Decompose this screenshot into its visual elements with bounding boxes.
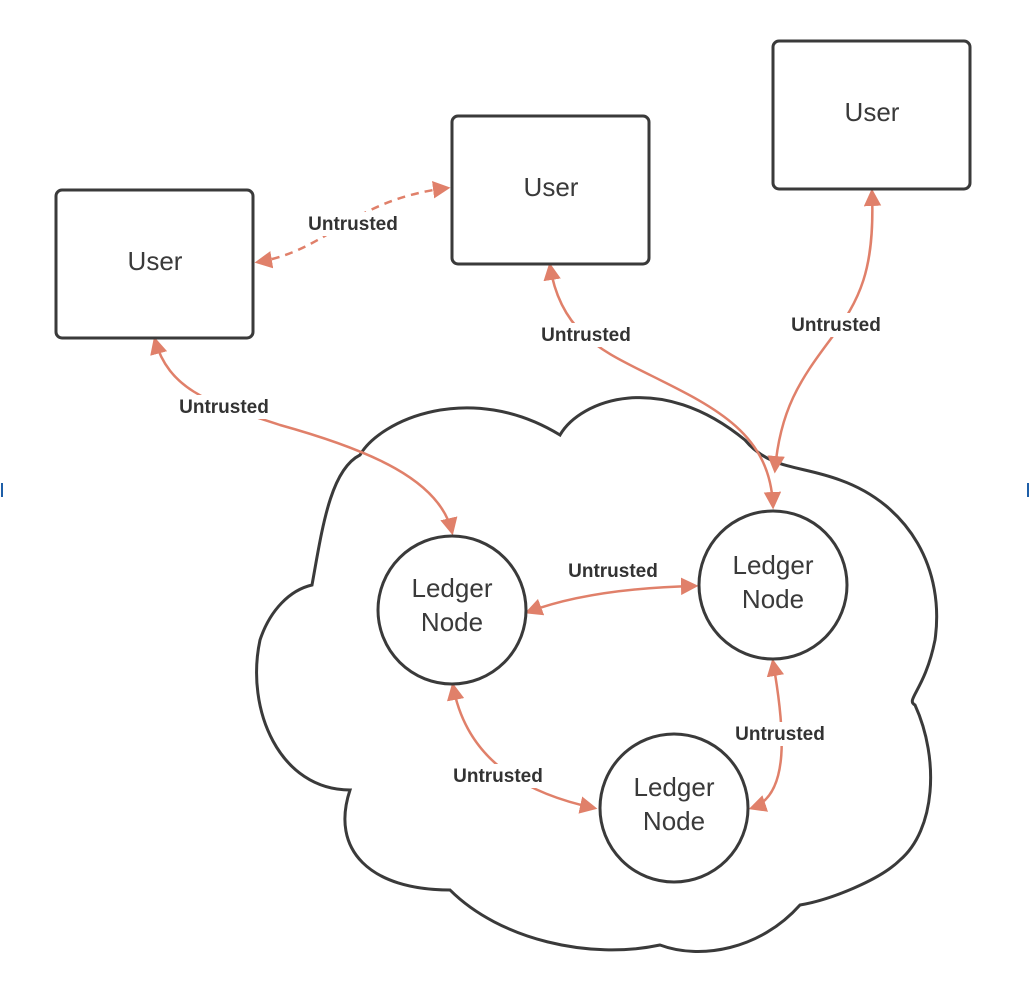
edge-user-left-to-ledger-left bbox=[150, 336, 458, 536]
ledger-node-right: Ledger Node bbox=[697, 509, 849, 661]
ledger-node-right-line2: Node bbox=[742, 584, 804, 614]
user-node-left: User bbox=[54, 188, 255, 340]
edge-user-middle-to-ledger-right bbox=[543, 262, 782, 510]
edge-label-user-middle-ledger-right: Untrusted bbox=[541, 325, 631, 346]
ledger-node-bottom-line2: Node bbox=[643, 806, 705, 836]
ledger-node-left: Ledger Node bbox=[376, 534, 528, 686]
edge-user-right-to-ledger-right bbox=[767, 188, 882, 474]
user-node-middle-label: User bbox=[524, 172, 579, 202]
user-node-right: User bbox=[771, 39, 972, 191]
edge-label-user-left-user-middle: Untrusted bbox=[308, 214, 398, 235]
edge-ledger-left-to-ledger-right bbox=[524, 577, 699, 616]
edge-label-user-right-ledger-right: Untrusted bbox=[791, 315, 881, 336]
ledger-node-left-line2: Node bbox=[421, 607, 483, 637]
user-node-left-label: User bbox=[128, 246, 183, 276]
ledger-network-cloud bbox=[255, 396, 939, 953]
user-node-right-label: User bbox=[845, 97, 900, 127]
edge-ledger-right-to-ledger-bottom bbox=[748, 658, 785, 812]
user-node-middle: User bbox=[450, 114, 651, 266]
edge-label-user-left-ledger-left: Untrusted bbox=[179, 397, 269, 418]
edge-label-ledger-left-ledger-right: Untrusted bbox=[568, 561, 658, 582]
edge-labels: Untrusted Untrusted Untrusted Untrusted … bbox=[169, 212, 891, 788]
edge-user-left-to-user-middle bbox=[254, 181, 451, 269]
ledger-node-bottom-line1: Ledger bbox=[634, 772, 715, 802]
edge-label-ledger-right-ledger-bottom: Untrusted bbox=[735, 724, 825, 745]
ledger-node-bottom: Ledger Node bbox=[598, 732, 750, 884]
edge-label-ledger-left-ledger-bottom: Untrusted bbox=[453, 766, 543, 787]
ledger-node-right-line1: Ledger bbox=[733, 550, 814, 580]
edges bbox=[150, 181, 882, 814]
ledger-node-left-line1: Ledger bbox=[412, 573, 493, 603]
